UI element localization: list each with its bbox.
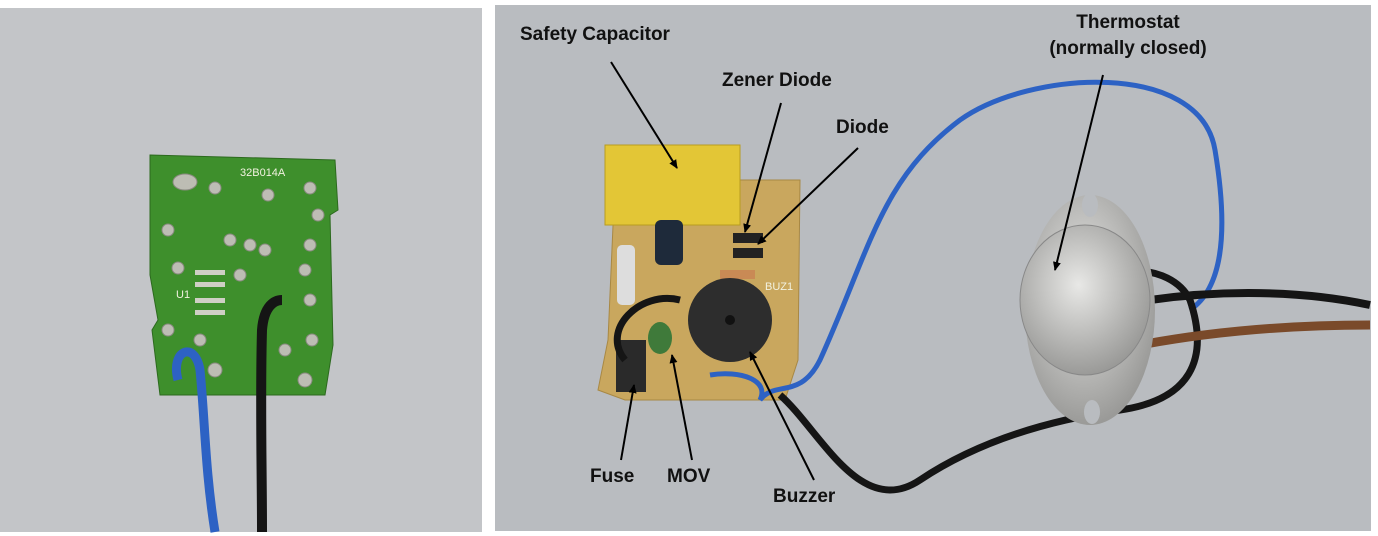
- label-thermostat: Thermostat: [1076, 12, 1180, 33]
- label-fuse: Fuse: [590, 466, 634, 487]
- safety-capacitor: [604, 144, 741, 226]
- solder-pads: [161, 173, 325, 388]
- mounting-hole: [1082, 193, 1098, 217]
- blue-wire: [709, 79, 1225, 402]
- arrow-fuse: [620, 384, 637, 461]
- ic-pad: [195, 282, 225, 287]
- arrow-buzzer: [749, 351, 815, 481]
- pcb-marking-u1: U1: [176, 289, 190, 301]
- pcb-marking-part-number: 32B014A: [240, 167, 286, 179]
- arrow-zener-diode: [743, 102, 782, 233]
- label-buzzer: Buzzer: [773, 486, 836, 507]
- resistor: [720, 270, 755, 279]
- ic-pad: [195, 298, 225, 303]
- electrolytic-capacitor: [655, 220, 683, 265]
- brown-wire: [1139, 320, 1371, 350]
- label-diode: Diode: [836, 117, 889, 138]
- arrow-diode: [757, 147, 859, 245]
- label-thermostat-note: (normally closed): [1049, 38, 1206, 59]
- diode: [733, 248, 763, 258]
- thermostat: [1019, 224, 1151, 376]
- black-wire: [256, 295, 283, 533]
- pcb-front-photo: BUZ1: [495, 5, 1371, 531]
- pcb-back-photo: 32B014A U1: [0, 8, 482, 533]
- zener-diode: [733, 233, 763, 243]
- black-cable: [1149, 289, 1371, 309]
- arrow-safety-capacitor: [610, 61, 678, 169]
- pcb-marking-buz1: BUZ1: [765, 281, 793, 293]
- mov-component: [648, 322, 672, 354]
- label-mov: MOV: [667, 466, 711, 487]
- blue-wire: [172, 347, 220, 533]
- mounting-hole: [1084, 400, 1100, 424]
- ic-pad: [195, 310, 225, 315]
- arrow-mov: [669, 354, 693, 461]
- annotations: Safety Capacitor Zener Diode Diode Therm…: [520, 12, 1207, 507]
- ic-pad: [195, 270, 225, 275]
- label-safety-capacitor: Safety Capacitor: [520, 24, 671, 45]
- buzzer-hole: [725, 315, 735, 325]
- arrow-thermostat: [1053, 74, 1104, 271]
- power-resistor: [617, 245, 635, 305]
- label-zener-diode: Zener Diode: [722, 70, 832, 91]
- black-jumper-wire: [613, 295, 681, 363]
